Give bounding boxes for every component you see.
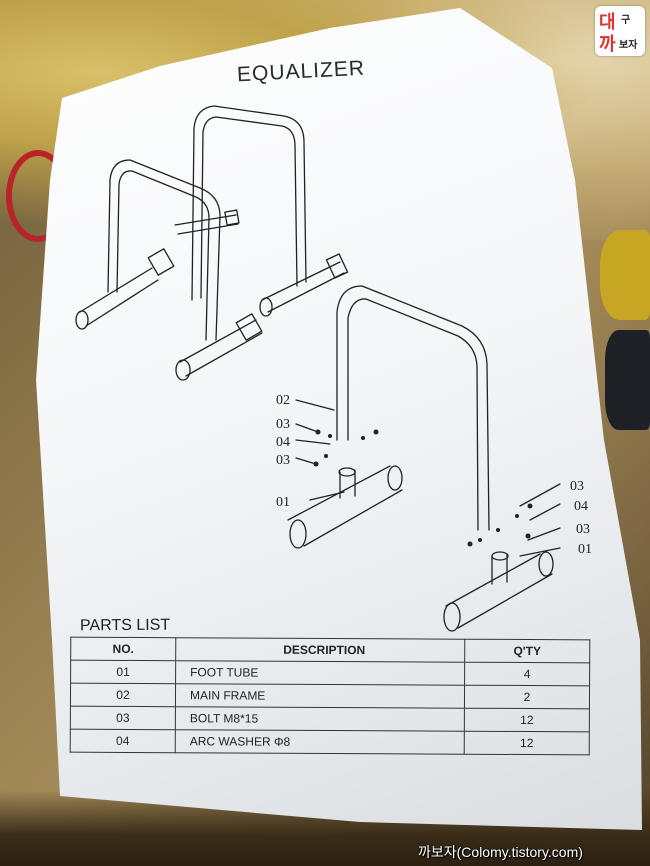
header-qty: Q'TY	[464, 639, 590, 663]
cell-description: MAIN FRAME	[175, 683, 465, 709]
cell-no: 02	[70, 683, 176, 707]
cell-no: 04	[70, 729, 176, 753]
logo-char-4: 보자	[619, 40, 638, 51]
table-row: 02 MAIN FRAME 2	[70, 683, 590, 709]
callout-03-left-a: 03	[276, 417, 290, 432]
background-dark-object	[605, 330, 650, 430]
callout-04-left: 04	[276, 435, 290, 450]
logo-char-3: 까	[599, 34, 616, 54]
callout-01-left: 01	[276, 495, 290, 510]
cell-description: FOOT TUBE	[175, 660, 465, 686]
diagram-bar-back	[174, 105, 349, 317]
cell-qty: 4	[464, 662, 590, 686]
callout-03-right-a: 03	[570, 479, 584, 494]
diagram-bar-front	[75, 159, 263, 381]
cell-description: ARC WASHER Φ8	[175, 729, 465, 755]
table-row: 03 BOLT M8*15 12	[70, 706, 590, 732]
callout-03-left-b: 03	[276, 453, 290, 468]
background-yellow-object	[600, 230, 650, 320]
cell-qty: 2	[464, 685, 590, 709]
cell-description: BOLT M8*15	[175, 706, 465, 732]
parts-list-heading: PARTS LIST	[79, 616, 171, 635]
diagram-bar-exploded	[287, 285, 561, 632]
table-row: 01 FOOT TUBE 4	[70, 660, 590, 686]
table-row: 04 ARC WASHER Φ8 12	[70, 729, 590, 755]
logo-char-2: 구	[621, 15, 631, 26]
cell-qty: 12	[464, 708, 590, 732]
logo-char-1: 대	[599, 12, 616, 32]
cell-qty: 12	[464, 731, 590, 755]
callout-01-right: 01	[578, 542, 592, 557]
callout-03-right-b: 03	[576, 522, 590, 537]
callout-02-left: 02	[276, 393, 290, 408]
header-description: DESCRIPTION	[175, 637, 465, 663]
header-no: NO.	[70, 637, 176, 661]
blog-logo: 대 구 까 보자	[595, 6, 645, 56]
parts-table: NO. DESCRIPTION Q'TY 01 FOOT TUBE 4 02 M…	[70, 637, 591, 756]
diagram-bolts	[313, 429, 533, 547]
table-header-row: NO. DESCRIPTION Q'TY	[70, 637, 590, 663]
callout-04-right: 04	[574, 499, 588, 514]
cell-no: 03	[70, 706, 176, 730]
cell-no: 01	[70, 660, 176, 684]
watermark-text: 까보자(Colomy.tistory.com)	[418, 844, 583, 860]
